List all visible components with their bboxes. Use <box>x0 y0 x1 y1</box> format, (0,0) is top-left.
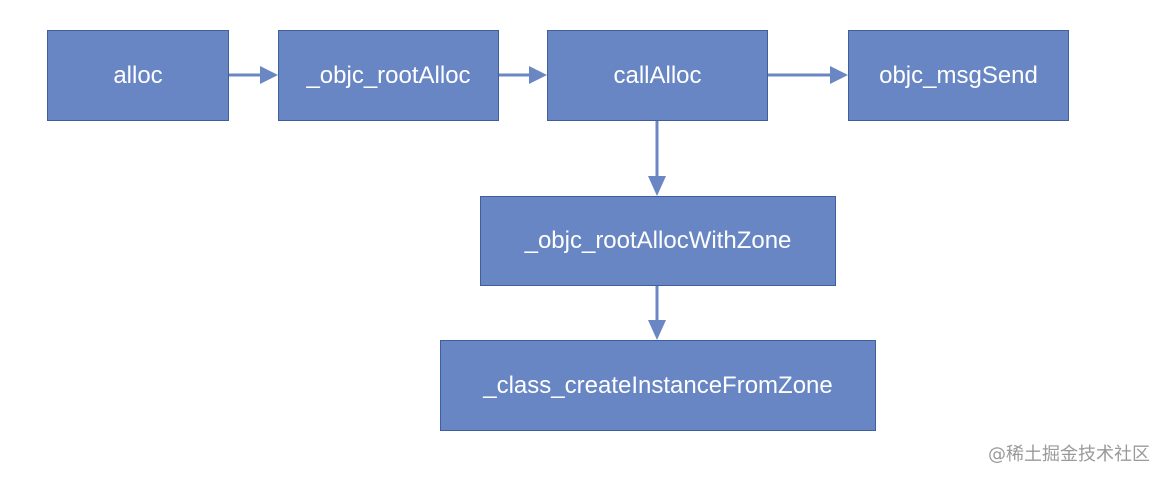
node-label: objc_msgSend <box>879 61 1038 89</box>
node-label: _class_createInstanceFromZone <box>483 371 833 399</box>
node-label: callAlloc <box>613 61 702 89</box>
node-label: _objc_rootAllocWithZone <box>524 227 792 254</box>
node-label: _objc_rootAlloc <box>306 61 471 89</box>
arrowhead-icon <box>648 320 666 340</box>
edge-callalloc-to-allocwithzone <box>648 121 666 196</box>
arrowhead-icon <box>260 66 278 84</box>
edge-alloc-to-rootalloc <box>229 66 278 84</box>
edge-allocwithzone-to-createinstance <box>648 286 666 340</box>
arrowhead-icon <box>830 66 848 84</box>
node-class-createinstancefromzone: _class_createInstanceFromZone <box>440 340 876 431</box>
watermark: @稀土掘金技术社区 <box>988 444 1150 465</box>
edge-rootalloc-to-callalloc <box>499 66 547 84</box>
node-objc-msgsend: objc_msgSend <box>848 30 1069 121</box>
node-label: alloc <box>113 61 163 89</box>
arrowhead-icon <box>529 66 547 84</box>
node-objc-rootalloc: _objc_rootAlloc <box>278 30 499 121</box>
edge-callalloc-to-msgsend <box>768 66 848 84</box>
node-callalloc: callAlloc <box>547 30 768 121</box>
node-alloc: alloc <box>47 30 229 121</box>
node-objc-rootallocwithzone: _objc_rootAllocWithZone <box>480 196 836 286</box>
arrowhead-icon <box>648 176 666 196</box>
